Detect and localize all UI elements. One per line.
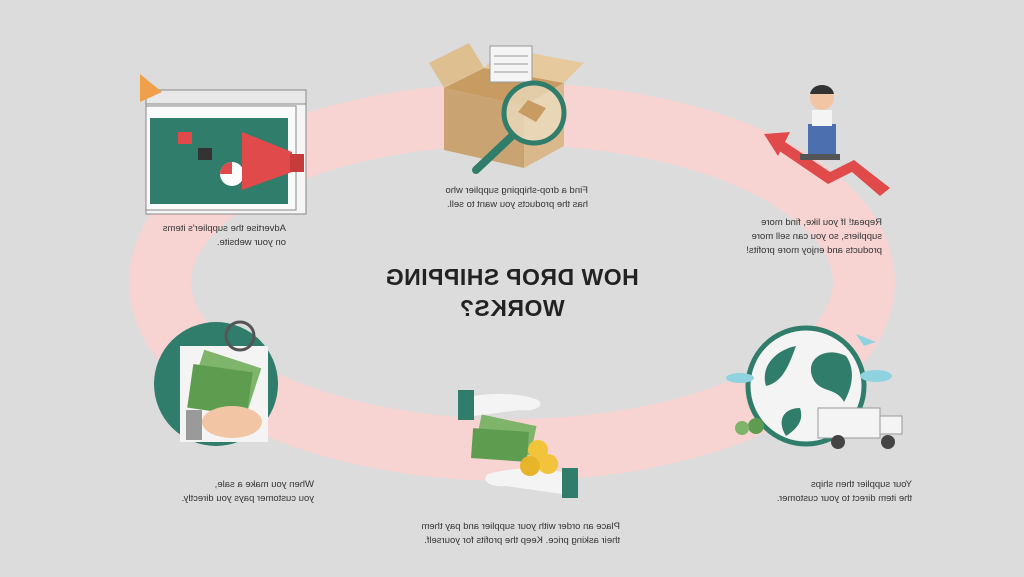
businessman-arrow-icon: [764, 85, 890, 196]
title-line-1: HOW DROP SHIPPING: [385, 264, 639, 290]
caption-line: suppliers, so you can sell more: [751, 230, 882, 242]
caption-line: Advertise the supplier's items: [162, 223, 286, 234]
globe-truck-icon: [726, 325, 903, 449]
caption-line: you customer pays you directly.: [181, 492, 314, 504]
caption-line: on your website.: [216, 236, 286, 248]
caption-line: When you make a sale,: [214, 479, 314, 490]
step-4-caption: Place an order with your supplier and pa…: [421, 520, 620, 548]
caption-line: their asking price. Keep the profits for…: [424, 534, 620, 546]
step-3-caption: When you make a sale, you customer pays …: [182, 478, 314, 506]
step-2-caption: Advertise the supplier's items on your w…: [163, 222, 286, 250]
caption-line: products and enjoy more profits!: [746, 244, 882, 256]
caption-line: has the products you want to sell.: [447, 198, 588, 210]
browser-megaphone-icon: [140, 74, 307, 215]
diagram-title: HOW DROP SHIPPING WORKS?: [352, 262, 672, 324]
step-5-caption: Your supplier then ships the item direct…: [777, 478, 912, 506]
title-line-2: WORKS?: [459, 295, 565, 322]
caption-line: Find a drop-shipping supplier who: [445, 185, 588, 196]
caption-line: the item direct to your customer.: [776, 492, 912, 504]
caption-line: Place an order with your supplier and pa…: [421, 521, 620, 532]
bag-money-icon: [154, 320, 278, 446]
caption-line: Your supplier then ships: [810, 479, 912, 490]
caption-line: Repeat! If you like, find more: [761, 217, 882, 228]
step-1-caption: Find a drop-shipping supplier who has th…: [445, 184, 588, 212]
step-6-caption: Repeat! If you like, find more suppliers…: [746, 216, 882, 257]
hands-money-icon: [458, 390, 578, 498]
box-magnifier-icon: [429, 43, 584, 174]
